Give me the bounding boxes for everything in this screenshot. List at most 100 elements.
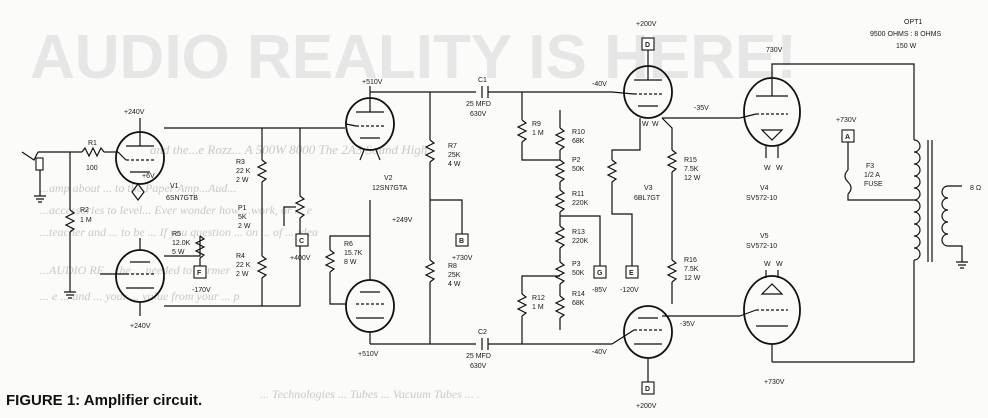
bleed-line: ...AUDIO RE... the ... needed to ... rme…: [40, 263, 231, 277]
r13-label: R13: [572, 229, 585, 236]
r8-watt: 4 W: [448, 281, 461, 288]
v1a-triode-icon: [115, 131, 165, 185]
v1-name: V1: [170, 183, 179, 190]
r2-value: 1 M: [80, 217, 92, 224]
terminal-d-bottom: [641, 381, 655, 395]
p1-label: P1: [238, 205, 247, 212]
figure-caption: FIGURE 1: Amplifier circuit.: [6, 392, 203, 409]
v4-heater-w: W: [764, 165, 771, 172]
v2-type: 12SN7GTA: [372, 185, 408, 192]
r3-watt: 2 W: [236, 177, 249, 184]
c1-voltage: 630V: [470, 111, 487, 118]
r11-value: 220K: [572, 200, 589, 207]
v2a-triode-icon: [345, 97, 395, 151]
c2-value: 25 MFD: [466, 353, 491, 360]
r2-label: R2: [80, 207, 89, 214]
terminal-b-voltage: +730V: [452, 255, 473, 262]
v1-top-voltage: +240V: [124, 109, 145, 116]
terminal-c-voltage: +400V: [290, 255, 311, 262]
bleed-line: ...accessories to level... Ever wonder h…: [40, 203, 313, 217]
v1b-triode-icon: [115, 249, 165, 316]
terminal-g-label: G: [597, 270, 603, 277]
r8-value: 25K: [448, 272, 461, 279]
v4-name: V4: [760, 185, 769, 192]
r9-value: 1 M: [532, 130, 544, 137]
r5-label: R5: [172, 231, 181, 238]
v3b-triode-icon: [611, 305, 673, 382]
opt1-power: 150 W: [896, 43, 917, 50]
ground-icon: [956, 261, 968, 269]
v5-bottom-voltage: +730V: [764, 379, 785, 386]
r2-resistor: [64, 209, 76, 233]
c2-capacitor: [430, 338, 522, 350]
v2b-triode-icon: [345, 279, 395, 344]
output-label: 8 Ω: [970, 185, 981, 192]
v3-node-1: -40V: [592, 81, 607, 88]
terminal-d-bottom-voltage: +200V: [636, 403, 657, 410]
terminal-f: [193, 265, 207, 279]
r5-value: 12.0K: [172, 240, 191, 247]
terminal-e-voltage: -120V: [620, 287, 639, 294]
r1-resistor: [81, 146, 105, 158]
r6-label: R6: [344, 241, 353, 248]
bleed-line: ...amp about ... to the Paper Amp...Aud.…: [40, 181, 236, 195]
r6-watt: 8 W: [344, 259, 357, 266]
c2-voltage: 630V: [470, 363, 487, 370]
p1-watt: 2 W: [238, 223, 251, 230]
r4-value: 22 K: [236, 262, 251, 269]
terminal-c: [295, 233, 309, 247]
terminal-e: [625, 265, 639, 279]
v5-triode-icon: [739, 270, 801, 362]
terminal-a-label: A: [845, 134, 850, 141]
terminal-f-label: F: [197, 270, 202, 277]
f3-value: 1/2 A: [864, 172, 880, 179]
terminal-e-label: E: [629, 270, 634, 277]
v2-mid-voltage: +249V: [392, 217, 413, 224]
p3-value: 50K: [572, 270, 585, 277]
r7-value: 25K: [448, 152, 461, 159]
r11-label: R11: [572, 191, 584, 198]
r4-watt: 2 W: [236, 271, 249, 278]
terminal-g: [593, 265, 607, 279]
r1-value: 100: [86, 165, 98, 172]
r14-value: 68K: [572, 300, 585, 307]
r1-label: R1: [88, 140, 97, 147]
r15-value: 7.5K: [684, 166, 699, 173]
v1-type: 6SN7GTB: [166, 195, 198, 202]
fuse-icon: [844, 169, 852, 195]
r10-label: R10: [572, 129, 585, 136]
bleed-line: ... Technologies ... Tubes ... Vacuum Tu…: [260, 387, 480, 401]
terminal-a-voltage: +730V: [836, 117, 857, 124]
v3-heater-w: W: [642, 121, 649, 128]
terminal-b: [455, 233, 469, 247]
v4-triode-icon: [739, 77, 801, 158]
r9-label: R9: [532, 121, 541, 128]
r12-label: R12: [532, 295, 545, 302]
ground-icon: [64, 291, 76, 299]
p3-label: P3: [572, 261, 581, 268]
terminal-d-top-voltage: +200V: [636, 21, 657, 28]
v2-name: V2: [384, 175, 393, 182]
opt1-label: OPT1: [904, 19, 922, 26]
terminal-d-top-label: D: [645, 42, 650, 49]
r3-value: 22 K: [236, 168, 251, 175]
v3-name: V3: [644, 185, 653, 192]
bleed-line: ... e ... and ... your ... value from yo…: [40, 289, 240, 303]
r15-label: R15: [684, 157, 697, 164]
f3-label: F3: [866, 163, 874, 170]
v5-heater-w2: W: [776, 261, 783, 268]
r4-label: R4: [236, 253, 245, 260]
terminal-c-label: C: [299, 238, 304, 245]
v5-name: V5: [760, 233, 769, 240]
r16-label: R16: [684, 257, 697, 264]
r8-label: R8: [448, 263, 457, 270]
v5-type: SV572-10: [746, 243, 777, 250]
bleed-line: ...teacher and ... to be ... If you ques…: [40, 225, 318, 239]
p2-value: 50K: [572, 166, 585, 173]
opt1-core: [927, 140, 933, 262]
v4-heater-w2: W: [776, 165, 783, 172]
v2-top-voltage: +510V: [362, 79, 383, 86]
